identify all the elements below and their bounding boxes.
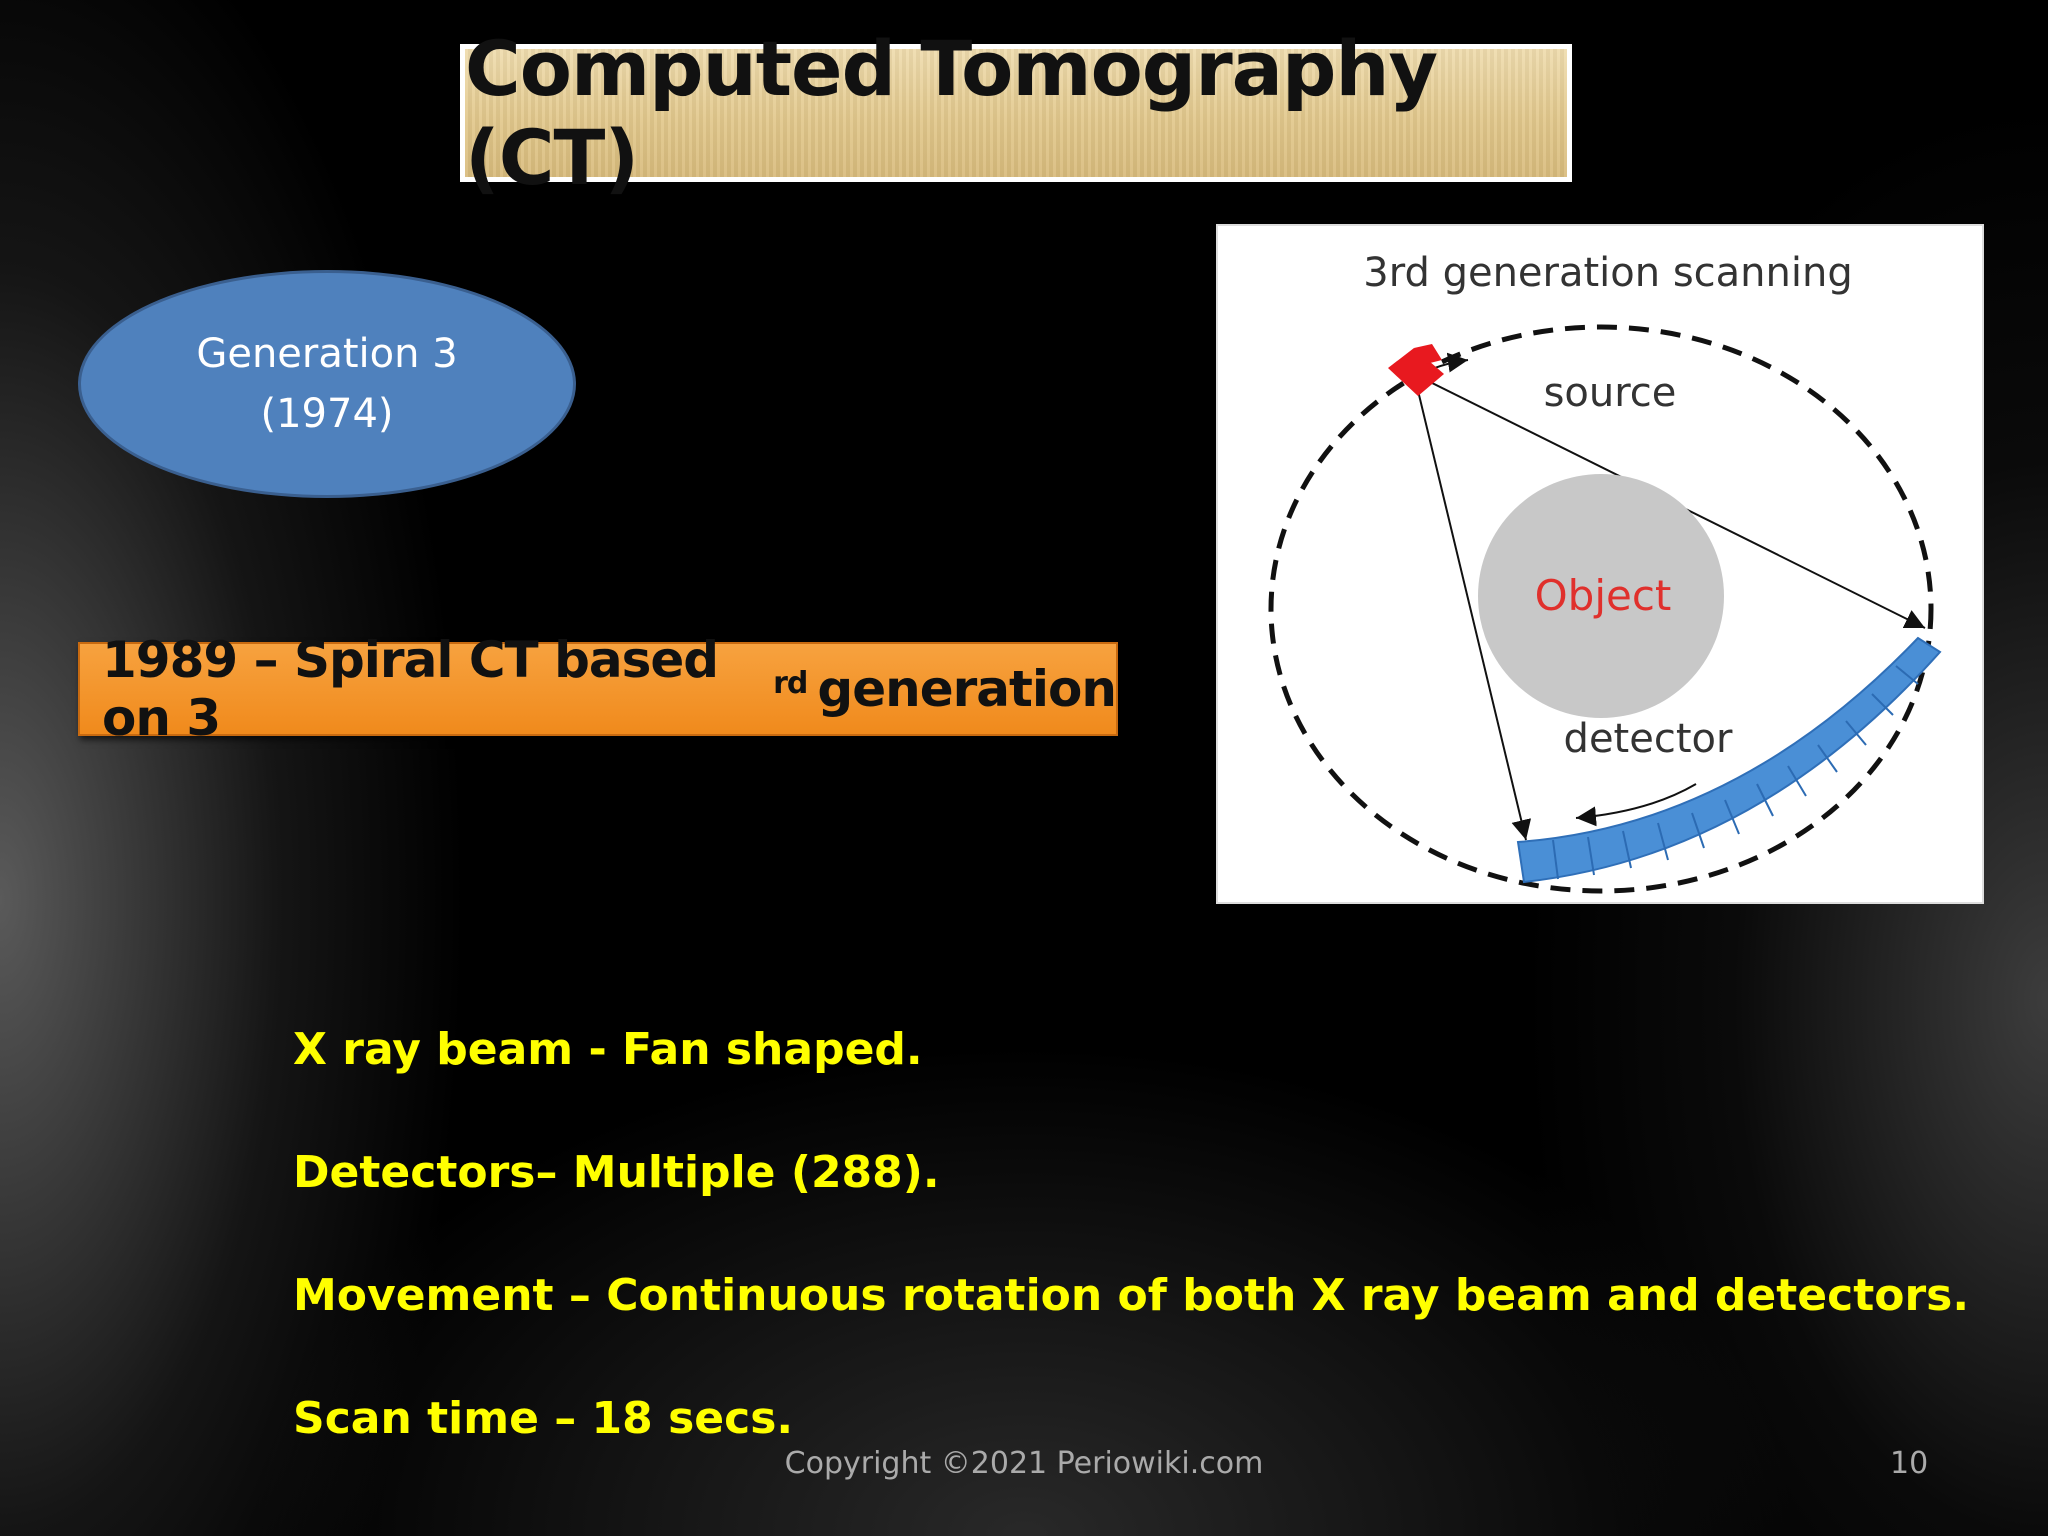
bullet-beam: X ray beam - Fan shaped. [293,1024,923,1075]
source-label: source [1544,370,1677,416]
generation-year: (1974) [260,391,394,437]
object-label: Object [1535,571,1672,620]
slide-title: Computed Tomography (CT) [465,24,1438,202]
page-number: 10 [1890,1446,1929,1481]
generation-label: Generation 3 [196,331,458,377]
object-circle [1478,474,1724,718]
x-ray-source [1388,348,1444,396]
detector-array [1516,636,1942,884]
third-generation-diagram: 3rd generation scanning source Object de… [1216,224,1984,904]
detector-segments [1552,665,1919,880]
x-ray-source-tip [1414,344,1442,364]
bullet-detectors: Detectors– Multiple (288). [293,1147,940,1198]
spiral-ct-ordinal: rd [773,665,808,701]
scan-orbit [1268,324,1934,894]
diagram-heading: 3rd generation scanning [1363,250,1852,296]
bullet-list: X ray beam - Fan shaped. Detectors– Mult… [293,1018,1970,1510]
spiral-ct-suffix: generation [817,660,1117,718]
spiral-ct-text: 1989 – Spiral CT based on 3 [102,631,719,747]
title-box: Computed Tomography (CT) [460,24,1572,202]
copyright-footer: Copyright ©2021 Periowiki.com [784,1446,1264,1481]
generation-ellipse: Generation 3 (1974) [78,270,576,498]
detector-rotation-arrow [1575,783,1697,827]
detector-label: detector [1564,716,1733,762]
beam-edge-left [1413,373,1532,841]
bullet-scan-time: Scan time – 18 secs. [293,1393,794,1444]
scanning-diagram-svg: 3rd generation scanning source Object de… [1268,250,1942,894]
bullet-movement: Movement – Continuous rotation of both X… [293,1270,1970,1321]
